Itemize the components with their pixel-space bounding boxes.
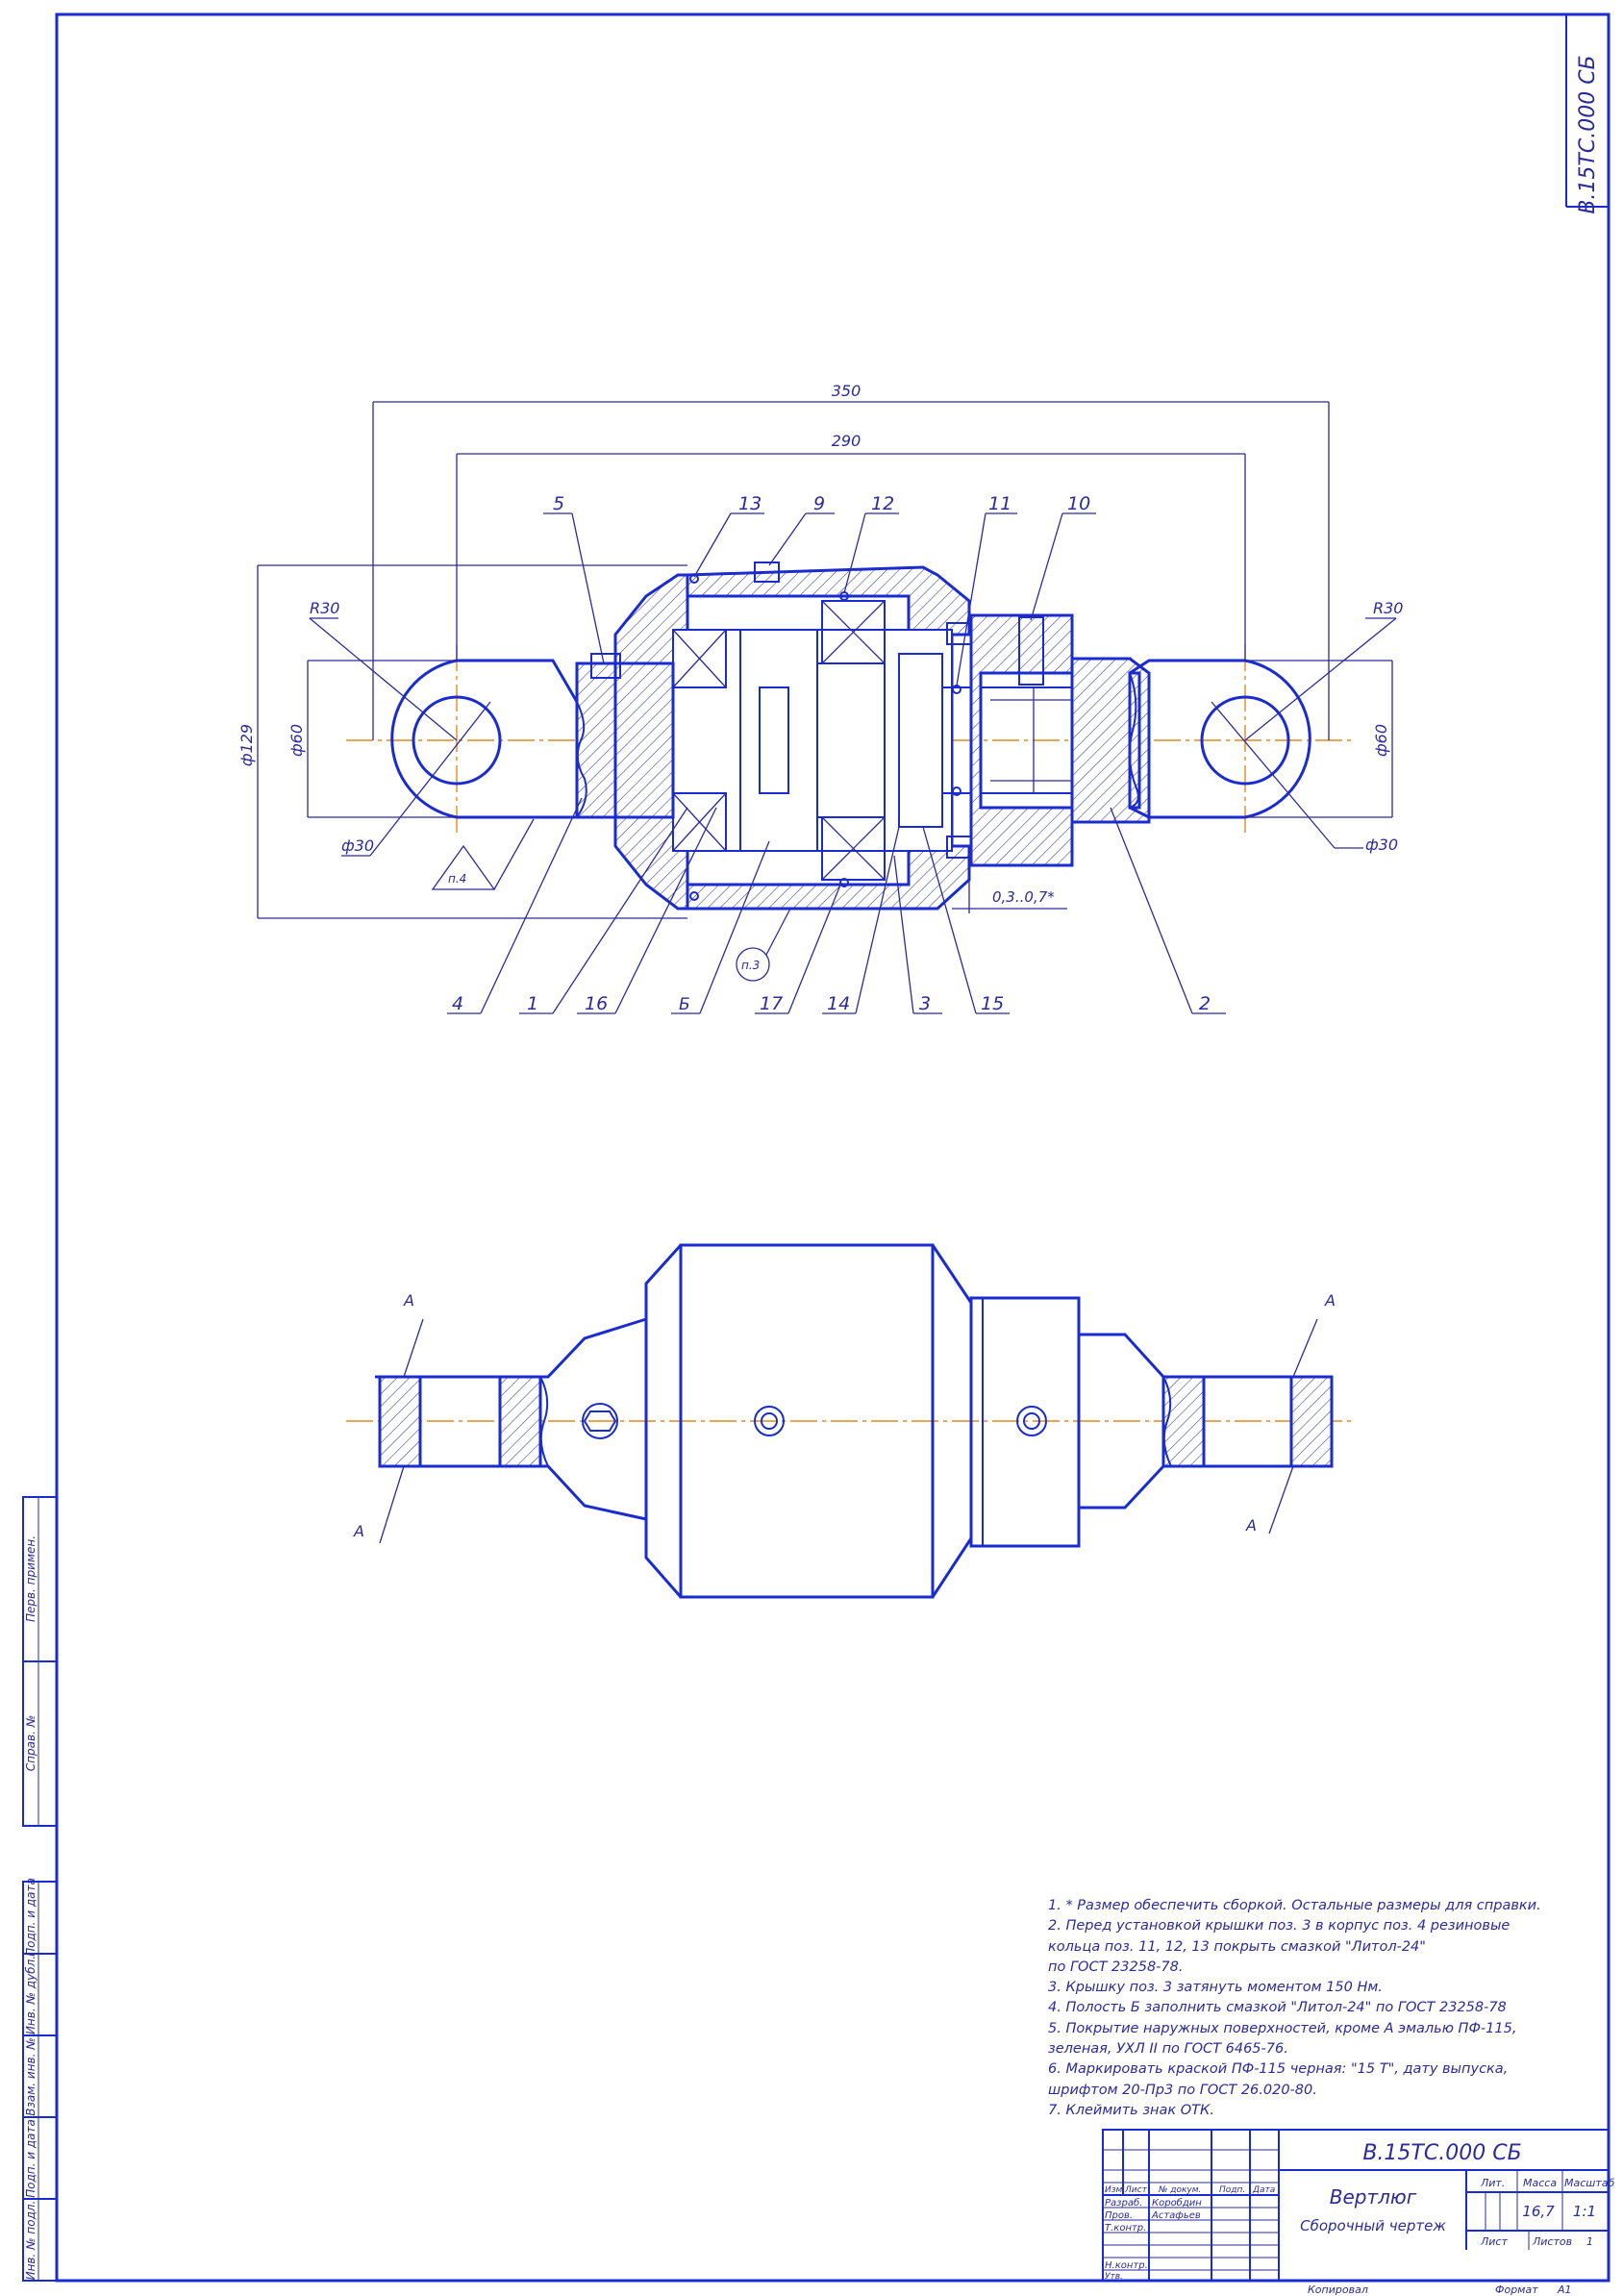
pos-4: 4	[452, 993, 463, 1014]
dim-d30-right: ф30	[1365, 836, 1398, 854]
pos-B: Б	[679, 995, 690, 1014]
tb-doc-type: Сборочный чертеж	[1300, 2217, 1446, 2234]
dim-350: 350	[832, 382, 861, 400]
dim-d60-left: ф60	[287, 724, 306, 757]
side-stamp: Перв. примен. Справ. № Подп. и дата Инв.…	[22, 1496, 58, 2282]
stamp-podp-data-2: Подп. и дата	[24, 2119, 37, 2198]
tb-col-list: Лист	[1124, 2185, 1148, 2195]
tb-tkontr-label: Т.контр.	[1105, 2223, 1146, 2234]
tb-massa-value: 16,7	[1522, 2203, 1555, 2220]
stamp-perv-primen: Перв. примен.	[24, 1535, 37, 1622]
tb-copied: Копировал	[1308, 2284, 1368, 2296]
section-mark-a-bottom-right: А	[1245, 1516, 1257, 1535]
stamp-vzam-inv: Взам. инв. №	[24, 2037, 37, 2115]
pos-14: 14	[827, 993, 850, 1014]
dim-gap: 0,3..0,7*	[992, 888, 1055, 906]
tb-lit-label: Лит.	[1480, 2177, 1505, 2189]
designation-rotated: В.15ТС.000 СБ	[1576, 55, 1600, 213]
pos-3: 3	[919, 993, 931, 1014]
note-line: 1. * Размер обеспечить сборкой. Остальны…	[1048, 1898, 1541, 1913]
pos-17: 17	[760, 993, 783, 1014]
sheet-frame: В.15ТС.000 СБ	[55, 12, 1611, 2283]
pos-5: 5	[553, 493, 564, 514]
ref-note-4: п.4	[448, 872, 466, 886]
pos-12: 12	[871, 493, 894, 514]
pos-1: 1	[527, 993, 538, 1014]
technical-requirements: 1. * Размер обеспечить сборкой. Остальны…	[1048, 1896, 1541, 2121]
reference-markers: п.4 п.3	[431, 818, 791, 982]
tb-name: Вертлюг	[1330, 2185, 1417, 2209]
dim-d30-left: ф30	[341, 836, 374, 855]
pos-2: 2	[1199, 993, 1211, 1014]
tb-col-data: Дата	[1252, 2185, 1275, 2195]
pos-11: 11	[988, 493, 1011, 514]
stamp-podp-data-1: Подп. и дата	[24, 1878, 37, 1957]
tb-sheets-value: 1	[1586, 2235, 1593, 2248]
tb-format-label: Формат	[1495, 2284, 1538, 2296]
tb-masshtab-value: 1:1	[1573, 2203, 1596, 2220]
outside-view: А А А А	[346, 1243, 1356, 1599]
section-mark-a-top-left: А	[403, 1291, 414, 1310]
section-mark-a-bottom-left: А	[353, 1522, 364, 1540]
dim-d60-right: ф60	[1372, 724, 1390, 757]
note-line: 7. Клеймить знак ОТК.	[1048, 2102, 1214, 2118]
dim-d129: ф129	[237, 724, 256, 766]
dim-290: 290	[832, 432, 861, 450]
tb-sheets-label: Листов	[1532, 2235, 1572, 2248]
tb-razrab-label: Разраб.	[1105, 2197, 1142, 2209]
tb-col-podp: Подп.	[1219, 2185, 1245, 2195]
pos-10: 10	[1067, 493, 1090, 514]
stamp-inv-dubl: Инв. № дубл.	[24, 1956, 37, 2034]
note-line: шрифтом 20-Пр3 по ГОСТ 26.020-80.	[1048, 2082, 1317, 2098]
note-line: 2. Перед установкой крышки поз. 3 в корп…	[1048, 1918, 1511, 1934]
tb-nkontr-label: Н.контр.	[1105, 2260, 1148, 2271]
section-mark-a-top-right: А	[1324, 1291, 1336, 1310]
note-line: 4. Полость Б заполнить смазкой "Литол-24…	[1048, 2000, 1507, 2016]
title-block: Изм. Лист № докум. Подп. Дата Разраб. Ко…	[1102, 2129, 1614, 2296]
tb-col-doc: № докум.	[1158, 2185, 1201, 2195]
tb-prov-name: Астафьев	[1151, 2210, 1201, 2221]
note-line: зеленая, УХЛ II по ГОСТ 6465-76.	[1048, 2041, 1288, 2058]
stamp-sprav-no: Справ. №	[24, 1715, 37, 1771]
pos-16: 16	[585, 993, 608, 1014]
pos-15: 15	[981, 993, 1004, 1014]
tb-designation: В.15ТС.000 СБ	[1362, 2141, 1521, 2165]
tb-razrab-name: Коробдин	[1152, 2197, 1202, 2209]
dimensions: 350 290 ф129 ф60 ф60 R30 R30 ф30 ф30 0,3…	[237, 382, 1403, 919]
tb-col-izm: Изм.	[1105, 2185, 1125, 2195]
note-line: 5. Покрытие наружных поверхностей, кроме…	[1048, 2020, 1517, 2036]
stamp-inv-podl: Инв. № подл.	[24, 2201, 37, 2281]
tb-sheet-label: Лист	[1480, 2235, 1508, 2248]
dim-r30-right: R30	[1373, 599, 1403, 617]
tb-prov-label: Пров.	[1105, 2210, 1133, 2221]
ref-note-3: п.3	[741, 959, 760, 972]
section-view	[346, 562, 1356, 911]
tb-format-value: А1	[1557, 2284, 1572, 2296]
tb-massa-label: Масса	[1523, 2177, 1557, 2189]
pos-9: 9	[813, 493, 825, 514]
note-line: кольца поз. 11, 12, 13 покрыть смазкой "…	[1048, 1938, 1426, 1955]
dim-r30-left: R30	[310, 599, 339, 617]
position-leaders: 5 13 9 12 11 10 4 1 16 Б 17 14 3 15 2	[447, 493, 1226, 1014]
note-line: по ГОСТ 23258-78.	[1048, 1959, 1184, 1975]
pos-13: 13	[738, 493, 762, 514]
note-line: 3. Крышку поз. 3 затянуть моментом 150 Н…	[1048, 1980, 1383, 1996]
tb-utv-label: Утв.	[1105, 2272, 1123, 2282]
tb-masshtab-label: Масштаб	[1564, 2177, 1614, 2189]
note-line: 6. Маркировать краской ПФ-115 черная: "1…	[1048, 2061, 1509, 2078]
